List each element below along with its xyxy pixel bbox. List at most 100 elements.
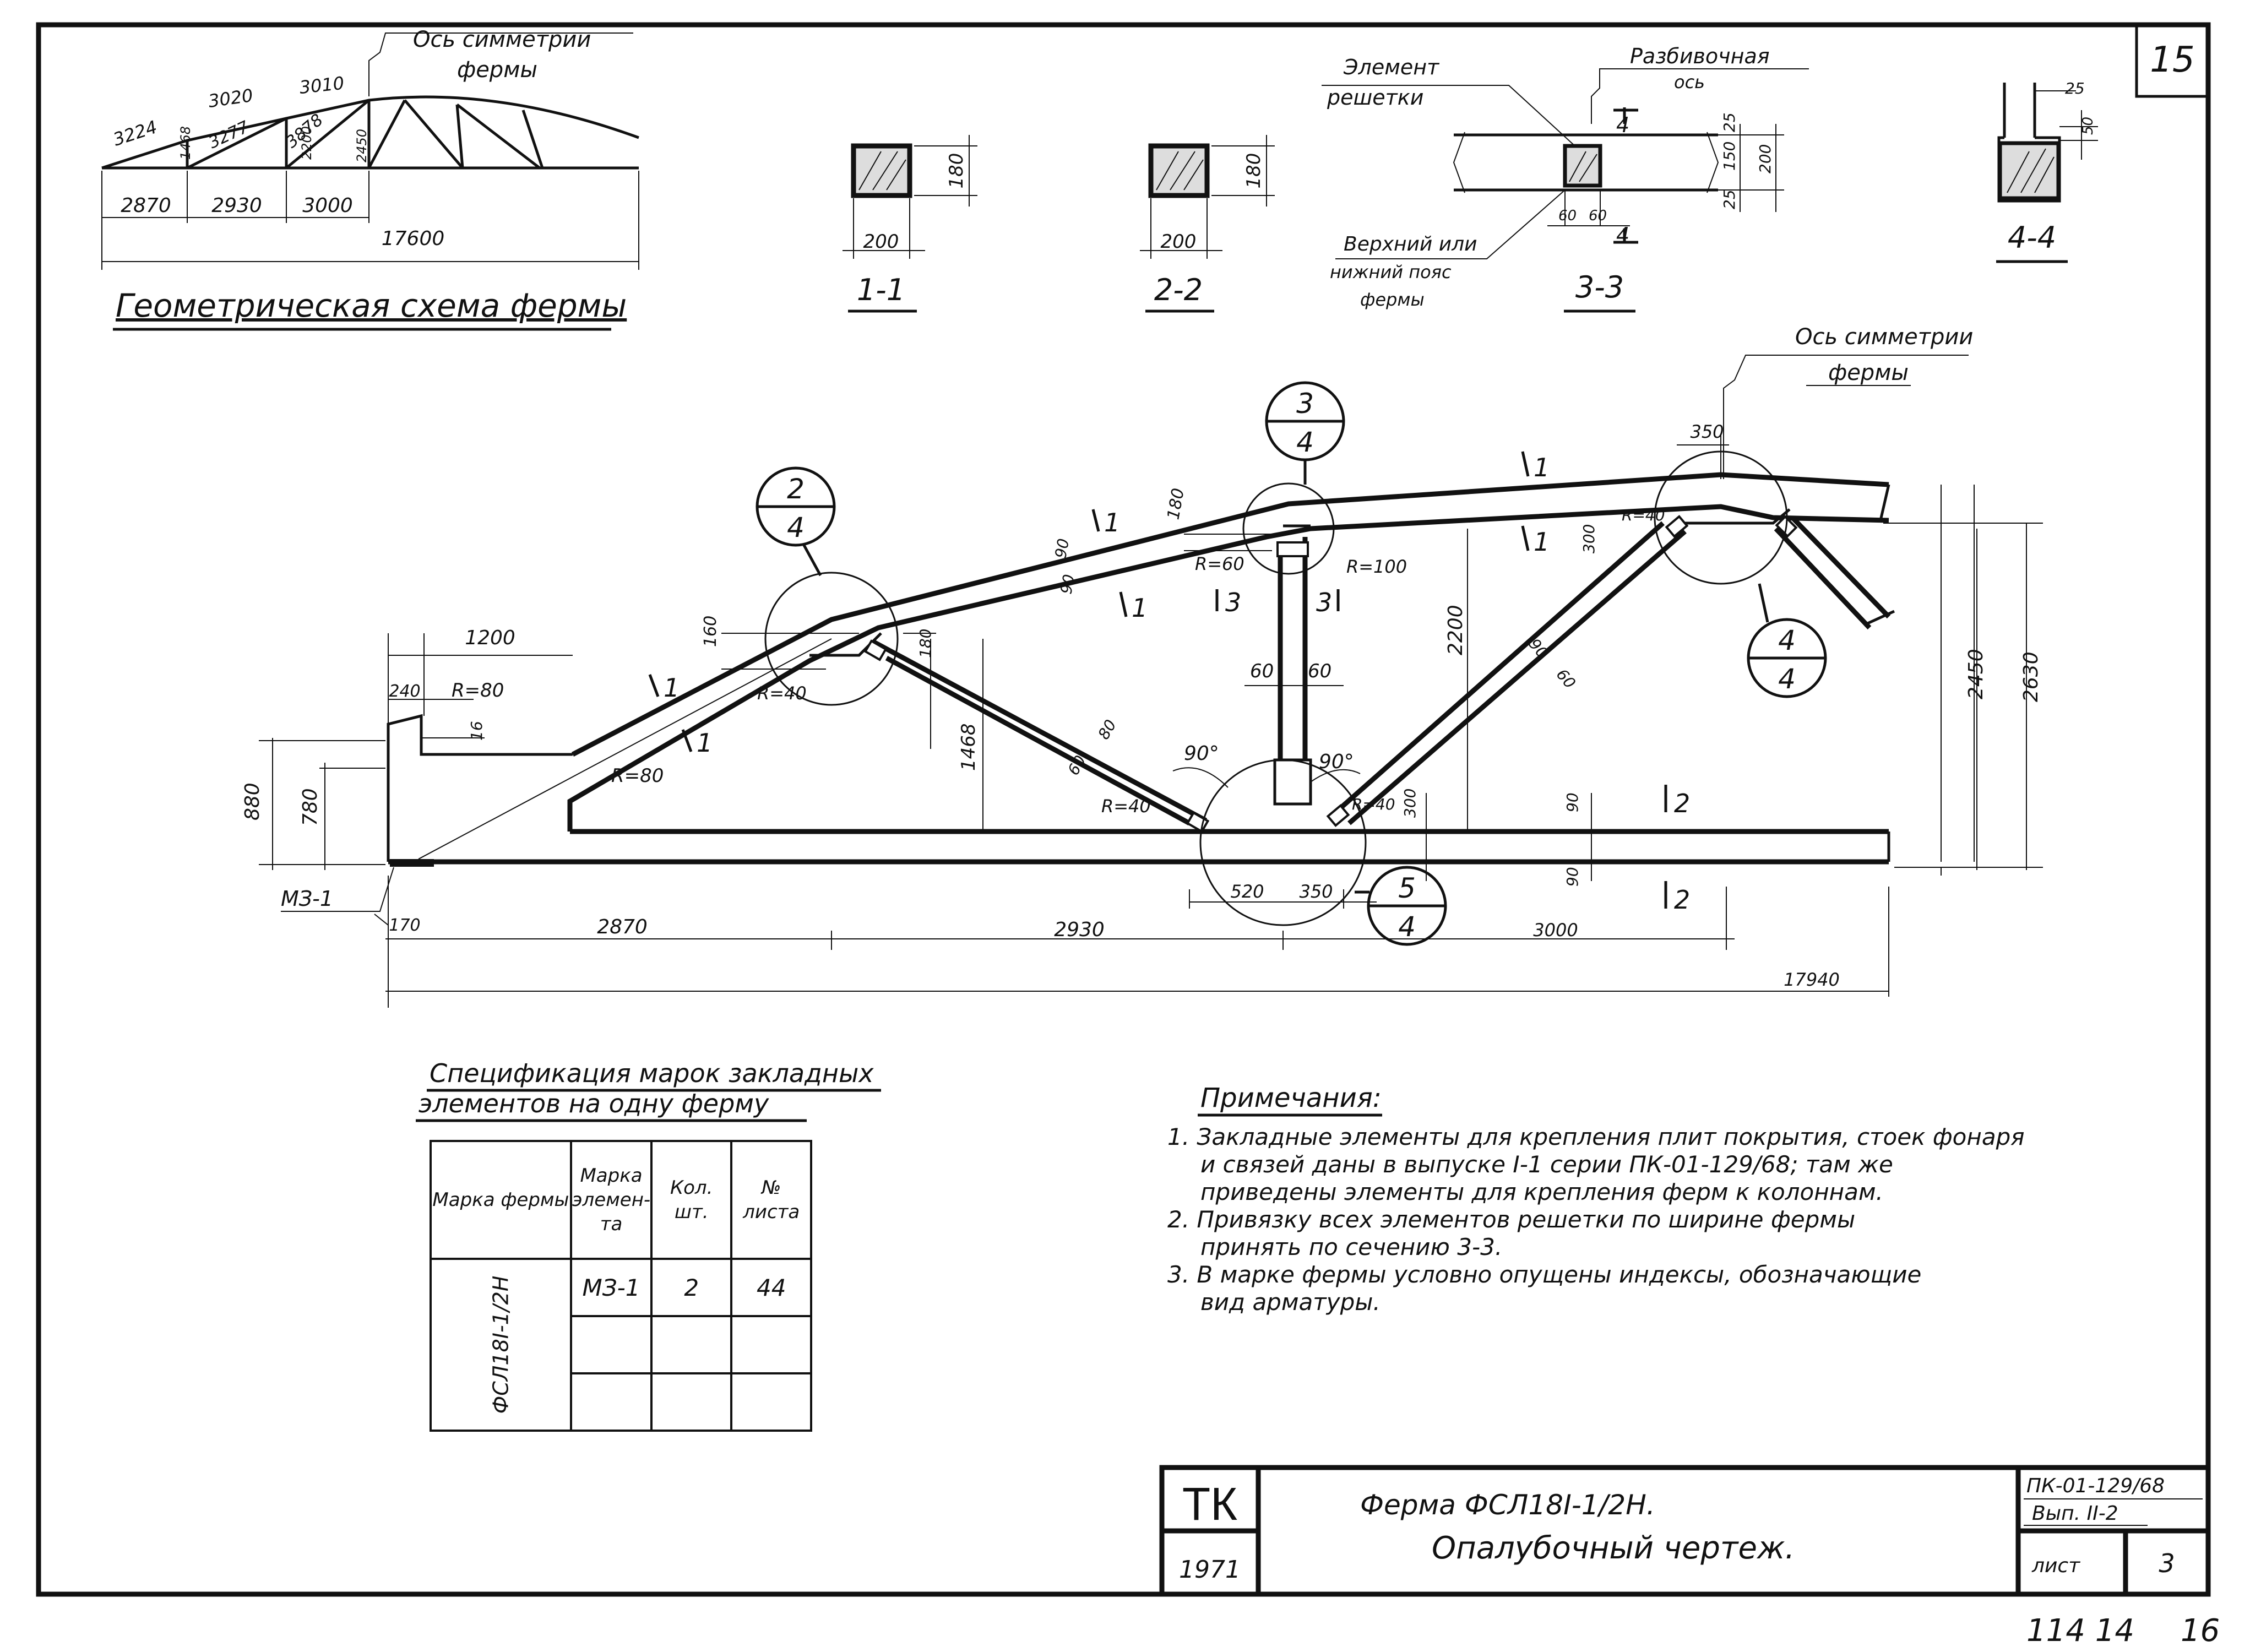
callout-5-sheet: 4 (1398, 911, 1416, 943)
scheme-height-1468: 1468 (178, 126, 193, 160)
dim-1468: 1468 (958, 723, 980, 771)
web-2-vertical (1278, 537, 1308, 801)
notes-title: Примечания: (1200, 1083, 1382, 1113)
top-chord-inner (567, 504, 1889, 832)
section-4-4-dims (2035, 90, 2098, 160)
scheme-title: Геометрическая схема фермы (116, 287, 627, 324)
section-3-3-chord-3: фермы (1360, 289, 1425, 310)
spec-header-element: Марка элемен-та (569, 1140, 653, 1260)
spec-table: Марка фермы Марка элемен-та Кол. шт. № л… (430, 1140, 813, 1432)
web-3-plate-bottom (1326, 804, 1350, 827)
scheme-dim-lines (101, 171, 639, 270)
spec-row-sheet (730, 1315, 813, 1374)
section-1-1-height: 180 (945, 153, 968, 189)
web-1 (871, 639, 1208, 825)
callout-3-num: 3 (1296, 388, 1314, 420)
section-2-2-width: 200 (1161, 231, 1197, 253)
radius-40-node5: R=40 (1352, 795, 1395, 813)
bottom-node-lines (1189, 793, 1592, 909)
scheme-total-span: 17600 (382, 227, 445, 250)
dim-60-right: 60 (1308, 660, 1331, 682)
mz-plate (390, 859, 434, 867)
dim-2930: 2930 (1054, 919, 1105, 941)
section-4-4: 25 50 4-4 (1996, 79, 2098, 263)
section-1-1-hatch (858, 151, 906, 191)
sheet-number-box (2135, 25, 2208, 98)
angle-right: 90° (1319, 751, 1354, 773)
angle-left: 90° (1184, 742, 1219, 765)
dim-1200: 1200 (465, 627, 515, 649)
left-dim-lines (259, 633, 573, 870)
radius-80-top: R=80 (452, 680, 504, 702)
note-line: 1. Закладные элементы для крепления плит… (1167, 1123, 2025, 1150)
radius-40-bottom: R=40 (1101, 796, 1151, 817)
section-2-2-shape (1148, 143, 1210, 198)
dim-2630: 2630 (2020, 651, 2042, 702)
section-2-2-dims (1140, 135, 1275, 259)
radius-80-low: R=80 (611, 765, 664, 787)
section-3-3-chord-leader (1335, 189, 1566, 259)
section-4-4-hatch (2007, 148, 2055, 193)
angle-arc-left (1172, 767, 1229, 788)
dim-17940: 17940 (1784, 969, 1840, 990)
geometric-scheme: Ось симметрии фермы 3224 3020 3010 3277 … (101, 27, 639, 331)
section-4-4-label: 4-4 (2008, 220, 2056, 255)
dim-350-top-line (1677, 435, 1729, 479)
note-line: принять по сечению 3-3. (1200, 1233, 1503, 1260)
web-3-plate-top (1665, 515, 1689, 538)
callout-5-circle (1367, 866, 1447, 946)
dim-90-bottom-chord-top: 90 (1563, 792, 1581, 812)
radius-40-node2: R=40 (757, 683, 807, 704)
section-1-1-width: 200 (863, 231, 899, 253)
web-1-plate-top (863, 639, 888, 661)
spec-row-qty: 2 (650, 1258, 733, 1317)
table-row (431, 1315, 813, 1374)
scheme-span-2870: 2870 (121, 194, 171, 217)
bottom-dim-lines (374, 876, 1889, 1008)
spec-header-sheet: № листа (730, 1140, 813, 1260)
scheme-span-3000: 3000 (302, 194, 353, 217)
note-line: вид арматуры. (1200, 1289, 1381, 1316)
scheme-top-chord (101, 95, 639, 170)
cut-mark-1f: 1 (1534, 527, 1550, 557)
dim-80-web1: 80 (1094, 716, 1119, 742)
section-3-3-element-1: Элемент (1343, 55, 1440, 79)
section-3-3-marks (1613, 107, 1638, 244)
callout-4-sheet: 4 (1778, 663, 1796, 695)
title-block-title-1: Ферма ФСЛ18I-1/2Н. (1360, 1489, 1655, 1521)
dim-2870: 2870 (597, 916, 648, 938)
angle-arc-right (1310, 769, 1361, 782)
scheme-symmetry-axis (368, 32, 633, 96)
section-3-3-element-2: решетки (1327, 85, 1423, 110)
table-row: ФСЛ18I-1/2Н МЗ-1 2 44 (430, 1258, 813, 1432)
dim-880: 880 (241, 782, 264, 820)
cut-mark-1c: 1 (1104, 508, 1120, 537)
section-3-3-chord-2: нижний пояс (1330, 262, 1452, 282)
section-3-3-mark-top: 4 (1616, 113, 1629, 137)
web-3 (1331, 521, 1687, 825)
cut-mark-3a: 3 (1225, 588, 1241, 617)
mz-leader (281, 867, 394, 912)
bottom-code: 114 14 (2026, 1613, 2134, 1649)
section-3-3-dim-150: 150 (1720, 142, 1738, 171)
title-block-series: ПК-01-129/68 (2026, 1475, 2165, 1497)
callout-2-divider (758, 505, 833, 577)
scheme-webs (186, 99, 544, 170)
top-dim-lines (1184, 534, 1283, 551)
section-3-3-dims (1547, 124, 1784, 226)
spec-truss-mark: ФСЛ18I-1/2Н (488, 1275, 513, 1414)
section-3-3: Элемент решетки Разбивочная ось 4 4 25 1… (1322, 44, 1809, 313)
sheet-frame (36, 22, 2211, 1597)
main-axis-leader (1723, 355, 1969, 479)
title-block-sheet-no: 3 (2159, 1548, 2175, 1578)
dim-16: 16 (468, 721, 486, 741)
sheet-number: 15 (2150, 40, 2194, 80)
title-block-lines (1162, 1468, 2208, 1594)
dim-180-top: 180 (1164, 487, 1188, 521)
main-axis-label-1: Ось симметрии (1795, 324, 1973, 350)
top-chord-outer (571, 472, 1889, 757)
cut-mark-1e: 1 (1534, 453, 1550, 482)
scheme-height-2200: 2200 (299, 126, 314, 160)
spec-table-header: Марка фермы Марка элемен-та Кол. шт. № л… (430, 1140, 813, 1260)
section-1-1-shape (851, 143, 912, 198)
